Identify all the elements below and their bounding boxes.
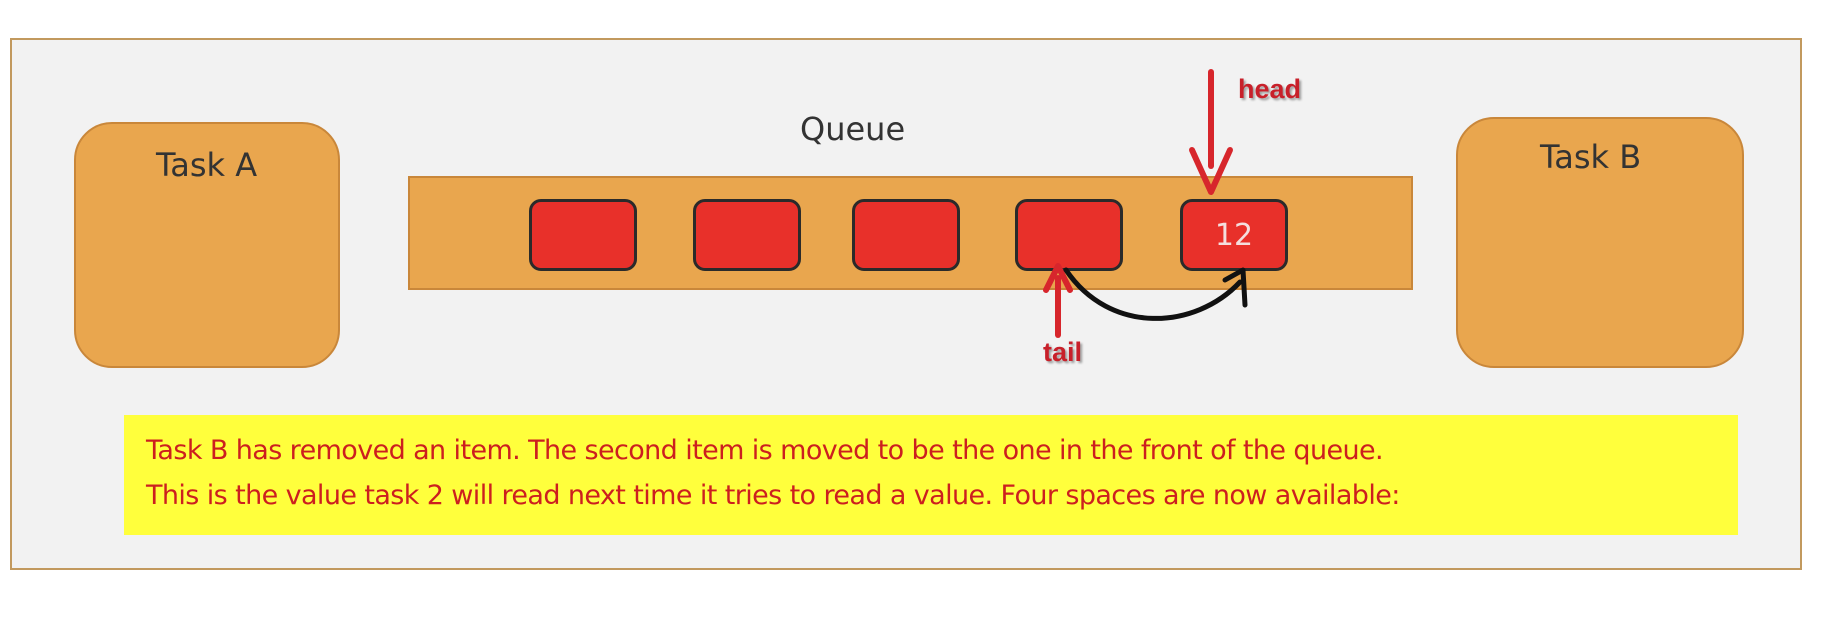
head-arrow <box>1189 69 1233 195</box>
tail-label: tail <box>1043 337 1083 367</box>
head-label: head <box>1238 74 1302 104</box>
queue-slot-1 <box>529 199 637 271</box>
task-a-box <box>74 122 340 368</box>
note-line-1: Task B has removed an item. The second i… <box>146 435 1384 466</box>
queue-slot-3 <box>852 199 960 271</box>
queue-title: Queue <box>800 110 906 148</box>
task-b-label: Task B <box>1540 138 1642 176</box>
move-arrow <box>1063 267 1248 321</box>
note-line-2: This is the value task 2 will read next … <box>146 480 1400 511</box>
task-a-label: Task A <box>156 146 258 184</box>
queue-slot-2 <box>693 199 801 271</box>
task-b-box <box>1456 117 1744 368</box>
tail-arrow <box>1043 263 1073 338</box>
queue-slot-5: 12 <box>1180 199 1288 271</box>
queue-slot-4 <box>1015 199 1123 271</box>
explanation-note: Task B has removed an item. The second i… <box>124 415 1738 535</box>
